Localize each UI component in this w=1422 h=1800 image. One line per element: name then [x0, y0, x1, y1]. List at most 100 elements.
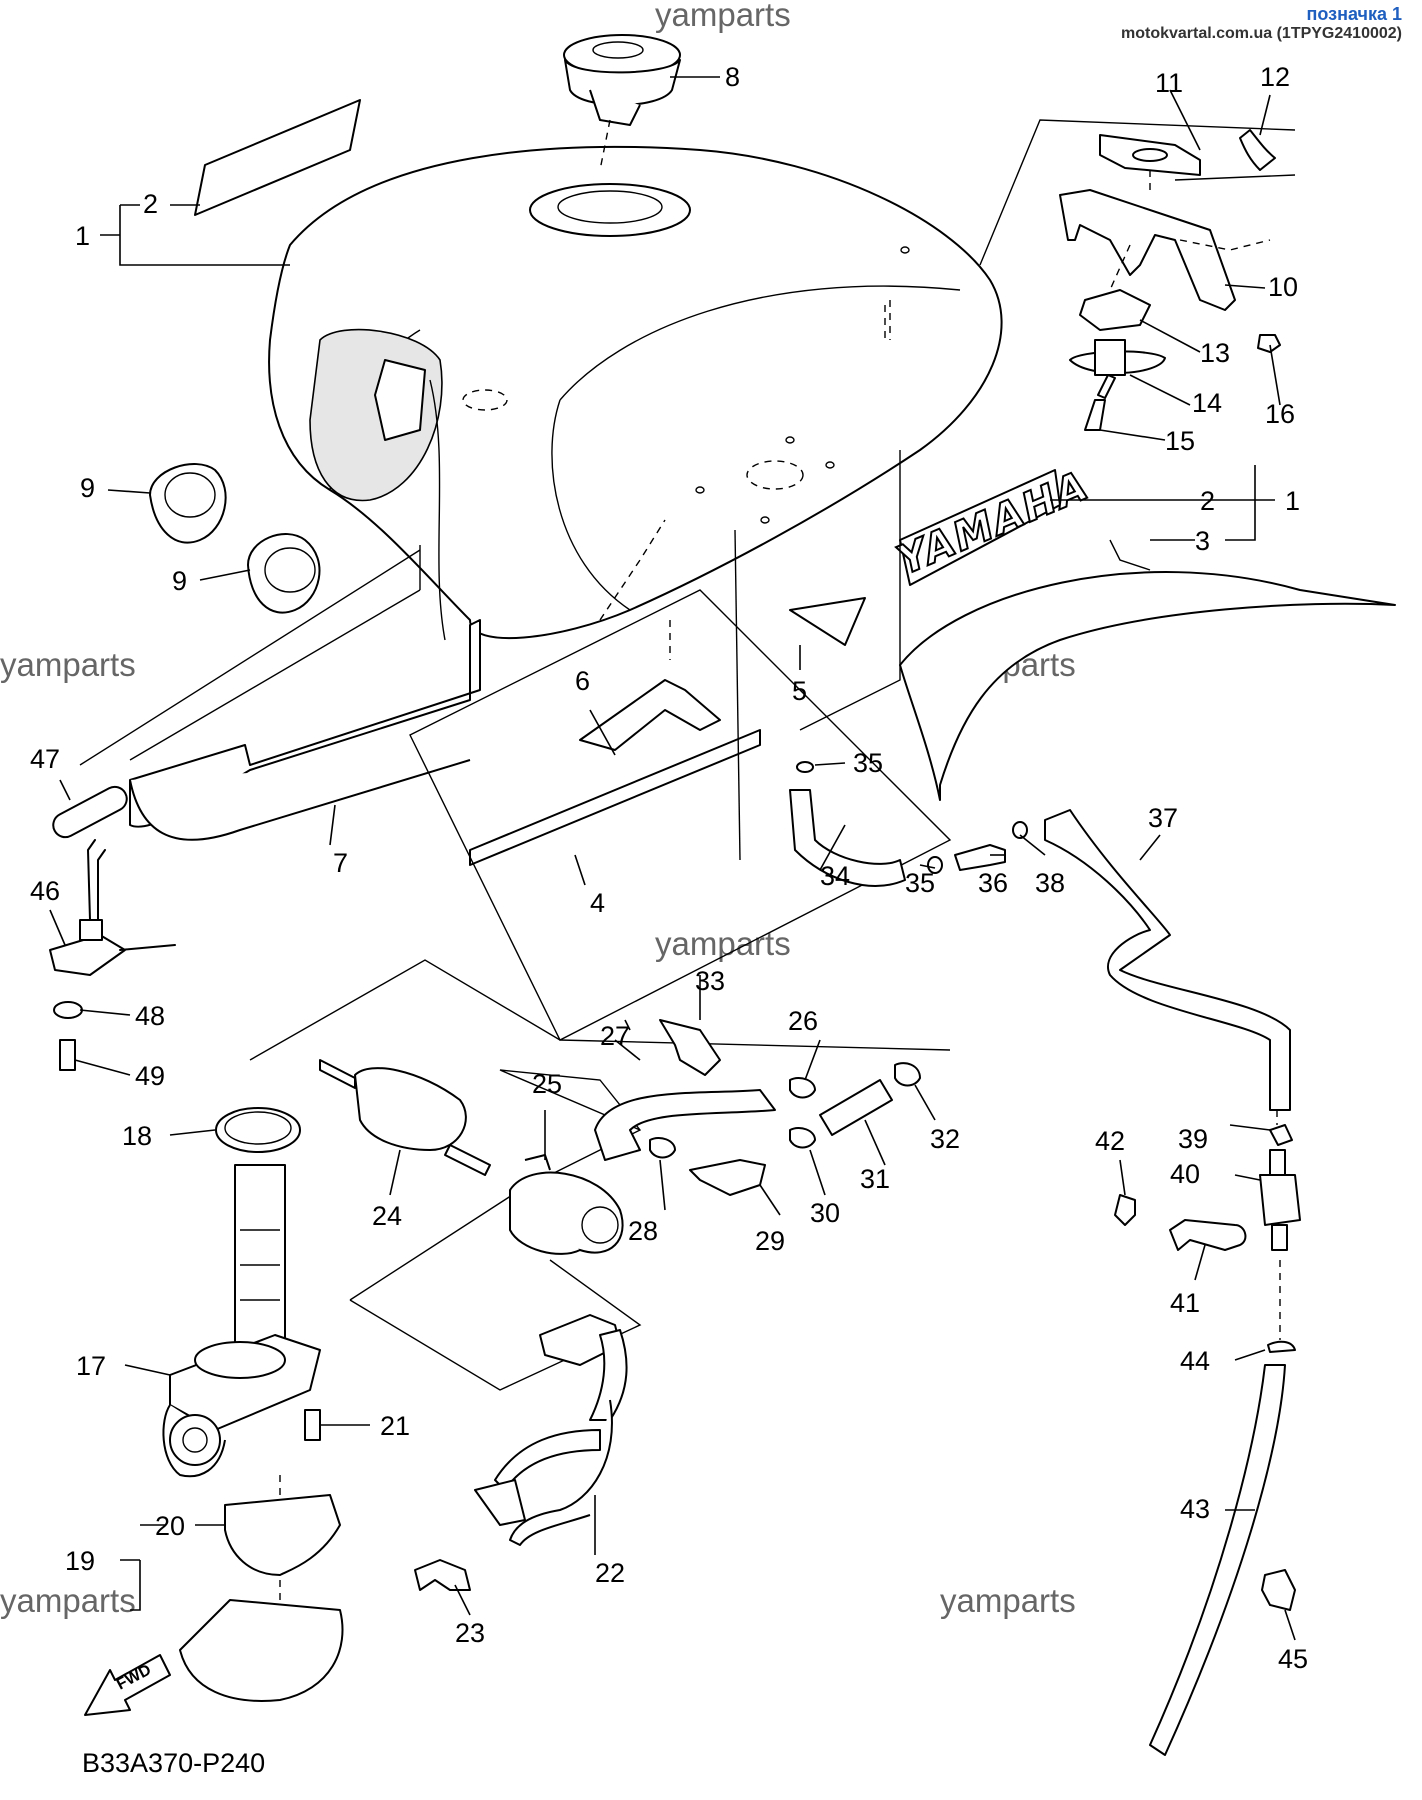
- callout-26: 26: [788, 1006, 818, 1036]
- callout-15: 15: [1165, 426, 1195, 456]
- callout-19: 19: [65, 1546, 95, 1576]
- seal-strip-part-4: [469, 729, 761, 866]
- callout-45: 45: [1278, 1644, 1308, 1674]
- clamp-part-26: [789, 1077, 816, 1099]
- callout-35-lower: 35: [905, 868, 935, 898]
- callout-42: 42: [1095, 1126, 1125, 1156]
- callout-22: 22: [595, 1558, 625, 1588]
- fuel-tank: [268, 145, 1003, 660]
- callout-28: 28: [628, 1216, 658, 1246]
- callout-21: 21: [380, 1411, 410, 1441]
- fuel-filter-part-40: [1259, 1174, 1301, 1226]
- callout-25: 25: [532, 1069, 562, 1099]
- callout-10: 10: [1268, 272, 1298, 302]
- callout-7: 7: [333, 848, 348, 878]
- callout-33: 33: [695, 966, 725, 996]
- hose-part-31: [819, 1079, 893, 1136]
- cover-part-19: [179, 1599, 344, 1702]
- callout-8: 8: [725, 62, 740, 92]
- callout-numbers: 1 2 8 11 12 10 13 14 15 16 9 9 2 1 3 6 5…: [30, 62, 1308, 1674]
- damper-part-5: [789, 597, 866, 646]
- callout-1-right: 1: [1285, 486, 1300, 516]
- callout-31: 31: [860, 1164, 890, 1194]
- grommet-part-9a: [149, 463, 227, 544]
- fuel-cock-part-17: [162, 1164, 321, 1478]
- callout-44: 44: [1180, 1346, 1210, 1376]
- callout-39: 39: [1178, 1124, 1208, 1154]
- fuel-sender-part-46: [49, 839, 176, 976]
- callout-43: 43: [1180, 1494, 1210, 1524]
- hose-part-27: [594, 1089, 776, 1161]
- hose-part-37: [1044, 809, 1291, 1111]
- callout-46: 46: [30, 876, 60, 906]
- cover-part-20: [224, 1494, 341, 1576]
- callout-35-upper: 35: [853, 748, 883, 778]
- callout-11: 11: [1155, 68, 1183, 98]
- callout-6: 6: [575, 666, 590, 696]
- leader-lines: [49, 76, 1296, 1641]
- clip-part-44: [1267, 1340, 1296, 1353]
- callout-24: 24: [372, 1201, 402, 1231]
- callout-2-right: 2: [1200, 486, 1215, 516]
- callout-13: 13: [1200, 338, 1230, 368]
- clamp-part-32: [894, 1062, 921, 1087]
- clamp-part-28: [649, 1137, 676, 1159]
- callout-29: 29: [755, 1226, 785, 1256]
- watermark-top: yamparts: [655, 0, 791, 33]
- clamp-part-30: [789, 1127, 816, 1149]
- callout-34: 34: [820, 861, 850, 891]
- clamp-part-33: [659, 1019, 721, 1076]
- fuel-hose-part-22: [474, 1314, 628, 1546]
- clip-part-35-lower: [927, 856, 943, 874]
- joint-part-29: [689, 1159, 766, 1196]
- diagram-code: B33A370-P240: [82, 1748, 265, 1778]
- callout-48: 48: [135, 1001, 165, 1031]
- tag-source: motokvartal.com.ua (1TPYG2410002): [1120, 24, 1402, 42]
- hose-part-43: [1149, 1364, 1286, 1756]
- watermark-bottom-right: yamparts: [940, 1582, 1076, 1619]
- washer-part-48: [53, 1001, 83, 1019]
- bolt-part-42: [1114, 1194, 1136, 1226]
- clip-part-45: [1261, 1569, 1296, 1611]
- callout-4: 4: [590, 888, 605, 918]
- assembly-guide-lines: [79, 119, 1296, 1391]
- callout-3: 3: [1195, 526, 1210, 556]
- callout-27: 27: [600, 1021, 630, 1051]
- callout-32: 32: [930, 1124, 960, 1154]
- fwd-arrow: FWD: [84, 1654, 171, 1716]
- brand-emblem-text: YAMAHA: [891, 462, 1096, 584]
- grommet-part-9b: [247, 533, 321, 614]
- callout-9-lower: 9: [172, 566, 187, 596]
- callout-17: 17: [76, 1351, 106, 1381]
- emblem-sheet-upper: [194, 99, 361, 216]
- bracket-part-41: [1169, 1219, 1247, 1251]
- callout-49: 49: [135, 1061, 165, 1091]
- callout-23: 23: [455, 1618, 485, 1648]
- callout-37: 37: [1148, 803, 1178, 833]
- clip-part-35-upper: [796, 761, 814, 773]
- callout-12: 12: [1260, 62, 1290, 92]
- oring-part-18: [215, 1107, 301, 1153]
- watermark-left: yamparts: [0, 646, 136, 683]
- callout-30: 30: [810, 1198, 840, 1228]
- callout-1-upper: 1: [75, 221, 90, 251]
- clip-part-38: [1012, 821, 1028, 839]
- callout-14: 14: [1192, 388, 1222, 418]
- screw-part-49: [59, 1039, 76, 1071]
- fuel-pump-part-25: [509, 1154, 624, 1255]
- fuel-cap-part-8: [563, 34, 681, 126]
- callout-36: 36: [978, 868, 1008, 898]
- screw-part-21: [304, 1409, 321, 1441]
- callout-47: 47: [30, 744, 60, 774]
- tank-bracket-assembly: [1059, 129, 1296, 431]
- callout-20: 20: [155, 1511, 185, 1541]
- tank-emblem-and-trim: YAMAHA: [890, 461, 1396, 801]
- fuel-filter-part-24: [319, 1059, 491, 1176]
- clamp-part-39: [1269, 1124, 1293, 1146]
- reference-tag: позначка 1 motokvartal.com.ua (1TPYG2410…: [1121, 4, 1402, 43]
- callout-40: 40: [1170, 1159, 1200, 1189]
- fitting-part-36: [954, 844, 1006, 871]
- callout-41: 41: [1170, 1288, 1200, 1318]
- callout-5: 5: [792, 676, 807, 706]
